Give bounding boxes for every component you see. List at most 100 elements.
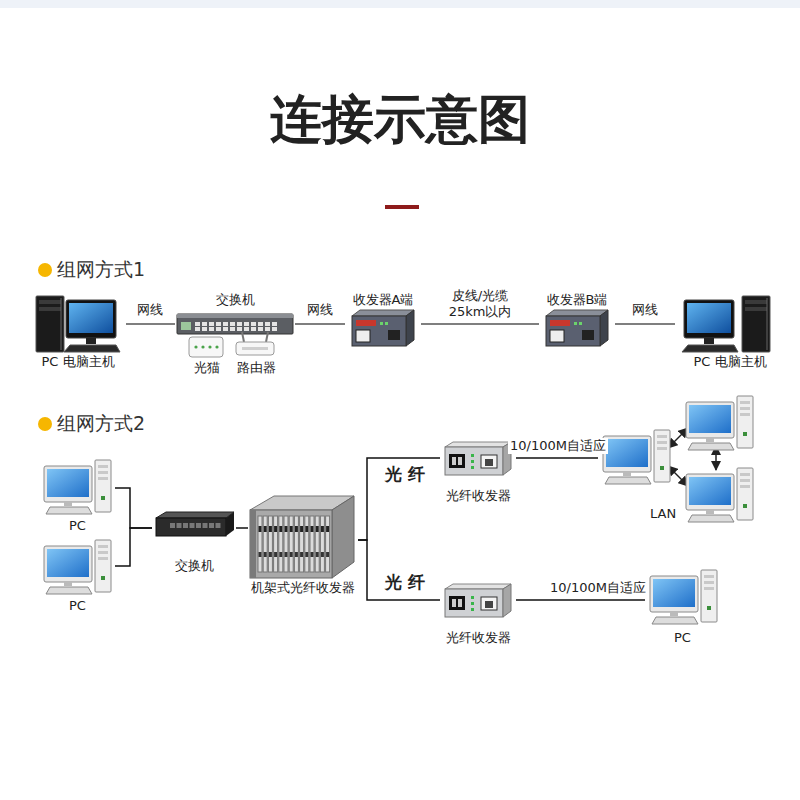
- shape: [251, 327, 256, 331]
- lan-group: LAN: [598, 394, 763, 528]
- shape: [244, 327, 249, 331]
- shape: [458, 457, 462, 465]
- shape: [657, 435, 667, 438]
- cable-line: [126, 323, 175, 325]
- shape: [650, 576, 698, 612]
- shape: [320, 516, 324, 572]
- shape: [682, 345, 738, 352]
- led: [201, 345, 204, 348]
- pc-icon: [686, 396, 753, 450]
- shape: [268, 516, 272, 572]
- shape: [300, 516, 304, 572]
- cable-label: 光 纤: [383, 464, 427, 484]
- shape: [242, 347, 268, 350]
- cable-label: 皮线/光缆 25km以内: [444, 288, 516, 319]
- shape: [388, 330, 400, 340]
- pc-node: PC: [40, 536, 115, 616]
- shape: [706, 438, 714, 442]
- shape: [745, 300, 767, 304]
- shape: [209, 523, 214, 528]
- shape: [316, 552, 319, 557]
- shape: [279, 516, 283, 572]
- shape: [315, 516, 319, 572]
- shape: [230, 322, 235, 326]
- shape: [471, 608, 474, 611]
- shape: [740, 473, 750, 476]
- lan-arrow: [668, 428, 688, 448]
- cable-line: [615, 323, 675, 325]
- shape: [98, 465, 108, 468]
- cable-line: [358, 458, 440, 540]
- shape: [688, 443, 734, 450]
- shape: [316, 526, 319, 532]
- cable-line: [115, 488, 152, 528]
- transceiver-node: 收发器A端: [345, 290, 421, 350]
- shape: [326, 516, 330, 572]
- shape: [305, 552, 308, 557]
- shape: [202, 322, 207, 326]
- cable-line: [295, 323, 345, 325]
- pc-icon: [650, 570, 717, 624]
- shape: [445, 589, 503, 617]
- pc-icon: [44, 460, 111, 514]
- shape: [290, 526, 293, 532]
- shape: [294, 516, 298, 572]
- shape: [686, 474, 734, 510]
- shape: [285, 552, 288, 557]
- rack-transceiver-node: 机架式光纤收发器: [248, 492, 358, 598]
- shape: [64, 502, 72, 506]
- shape: [321, 552, 324, 557]
- shape: [652, 617, 698, 624]
- shape: [177, 523, 182, 528]
- shape: [98, 557, 108, 560]
- pc-icon: [682, 296, 770, 352]
- shape: [170, 523, 175, 528]
- lan-arrow: [668, 466, 688, 486]
- device-label: 交换机: [175, 292, 295, 308]
- transceiver-node: 光纤收发器: [440, 580, 516, 646]
- device-label: PC 电脑主机: [30, 354, 126, 370]
- shape: [190, 523, 195, 528]
- shape: [452, 457, 456, 465]
- shape: [740, 401, 750, 404]
- transceiver-icon: [546, 310, 608, 346]
- shape: [263, 516, 267, 572]
- shape: [745, 307, 767, 311]
- shape: [326, 526, 329, 532]
- cable-line: [115, 528, 152, 566]
- shape: [688, 515, 734, 522]
- device-label: 收发器B端: [539, 292, 615, 308]
- shape: [600, 310, 608, 346]
- shape: [737, 468, 753, 520]
- shape: [66, 300, 116, 338]
- shape: [481, 597, 497, 610]
- pc-icon: [44, 540, 111, 594]
- shape: [274, 516, 278, 572]
- shape: [684, 300, 734, 338]
- shape: [95, 460, 111, 512]
- shape: [258, 322, 263, 326]
- shape: [39, 300, 61, 304]
- shape: [195, 322, 200, 326]
- shape: [289, 516, 293, 572]
- shape: [237, 327, 242, 331]
- modem-node: 光猫: [185, 336, 229, 374]
- shape: [209, 322, 214, 326]
- shape: [290, 552, 293, 557]
- shape: [380, 322, 383, 325]
- shape: [305, 526, 308, 532]
- shape: [196, 523, 201, 528]
- section-heading: 组网方式2: [57, 412, 145, 435]
- shape: [704, 587, 714, 590]
- shape: [64, 345, 120, 352]
- pc-icon: [36, 296, 120, 352]
- device-label: PC 电脑主机: [675, 354, 785, 370]
- shape: [740, 485, 750, 488]
- shape: [236, 342, 274, 355]
- shape: [98, 471, 108, 474]
- shape: [272, 327, 277, 331]
- shape: [216, 327, 221, 331]
- shape: [458, 599, 462, 607]
- cable-label: 10/100M自适应: [548, 580, 648, 596]
